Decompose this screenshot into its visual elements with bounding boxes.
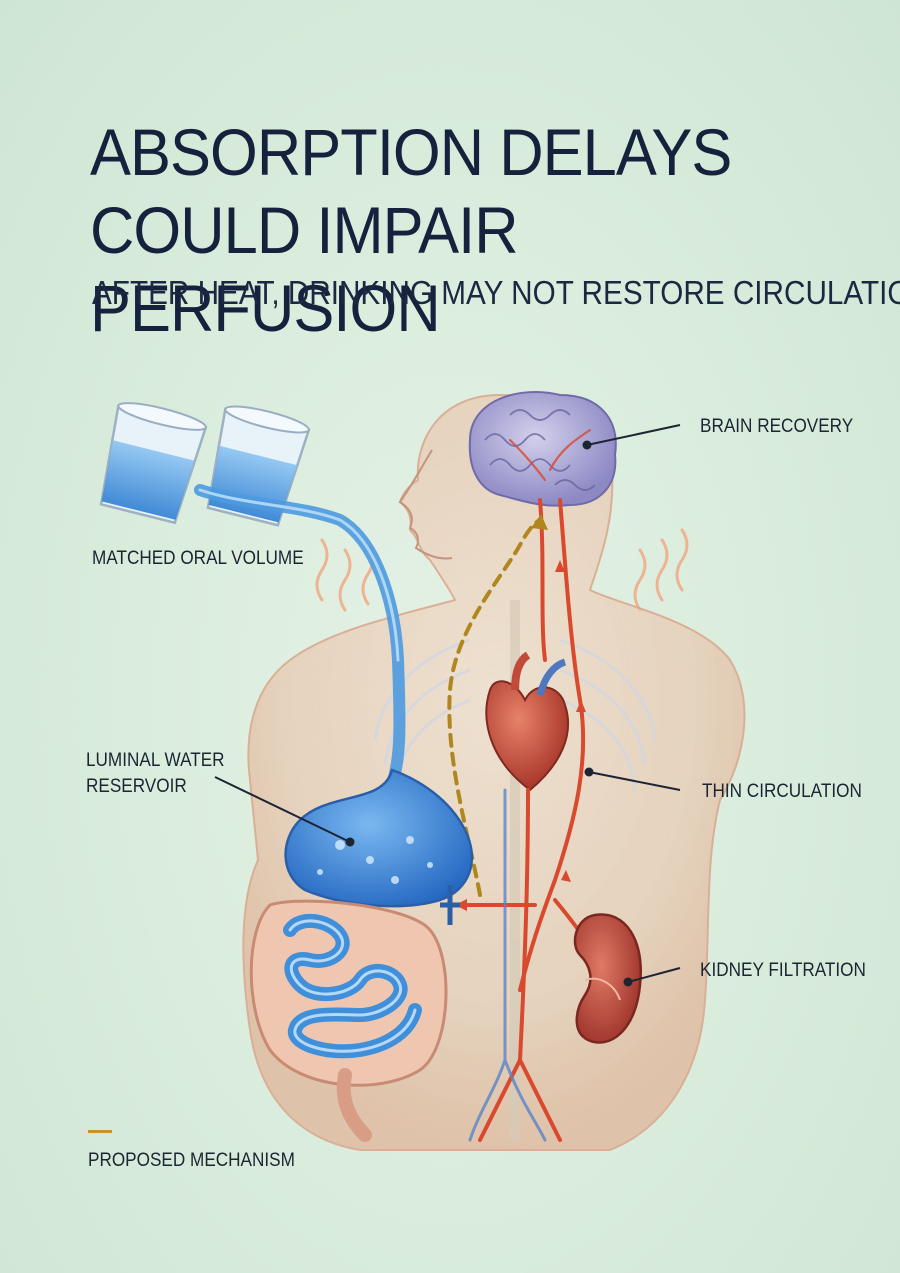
kidney-marker-dot: [623, 977, 633, 987]
luminal-water-label-line1: LUMINAL WATER: [86, 749, 225, 771]
kidney-filtration-label: KIDNEY FILTRATION: [700, 959, 866, 981]
brain-icon: [468, 391, 617, 507]
circulation-marker-dot: [584, 767, 594, 777]
absorption-barrier-icon: [440, 885, 460, 925]
matched-oral-volume-label: MATCHED ORAL VOLUME: [92, 547, 304, 569]
brain-recovery-label: BRAIN RECOVERY: [700, 415, 854, 437]
brain-leader-line: [586, 424, 681, 446]
thin-circulation-label: THIN CIRCULATION: [702, 780, 862, 802]
flow-arrow-icon: [455, 560, 586, 911]
water-bubbles: [317, 836, 433, 884]
dashed-arrowhead-icon: [531, 514, 548, 530]
kidney-leader-line: [627, 967, 681, 983]
stomach-icon: [284, 768, 474, 908]
luminal-marker-dot: [345, 837, 355, 847]
face-profile: [398, 449, 453, 560]
subtitle: AFTER HEAT, DRINKING MAY NOT RESTORE CIR…: [92, 274, 900, 311]
delayed-perfusion-path: [447, 518, 542, 897]
intestines-icon: [249, 899, 448, 1142]
proposed-mechanism-label: PROPOSED MECHANISM: [88, 1149, 295, 1171]
circulation-leader-line: [588, 771, 681, 791]
heart-icon: [485, 651, 570, 792]
brain-marker-dot: [582, 440, 592, 450]
footer-accent-bar: [88, 1130, 112, 1133]
kidney-icon: [573, 913, 643, 1044]
main-title: ABSORPTION DELAYS COULD IMPAIR PERFUSION: [90, 115, 732, 345]
luminal-leader-line: [214, 776, 351, 843]
artery-vessels: [453, 498, 617, 1142]
vein-vessels: [468, 788, 547, 1142]
luminal-water-label-line2: RESERVOIR: [86, 775, 187, 797]
